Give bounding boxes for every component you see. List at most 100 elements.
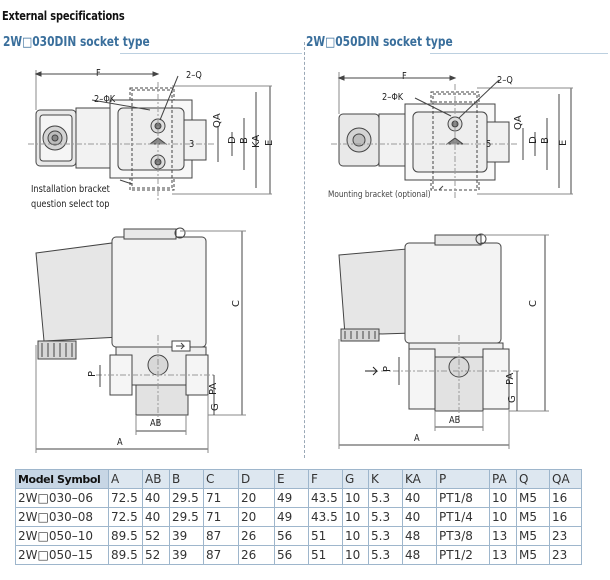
title-underline-left (120, 53, 302, 54)
table-cell: 26 (238, 526, 275, 546)
center-digit-right: 5 (486, 139, 492, 150)
table-header-cell: Q (516, 469, 550, 489)
table-cell: 52 (142, 526, 170, 546)
table-cell: 72.5 (108, 507, 143, 527)
model-symbol-cell: 2W□050–15 (15, 545, 109, 565)
table-cell: 10 (342, 488, 369, 508)
dim-label-P-left: P (87, 370, 98, 377)
dim-label-E-left: E (264, 139, 275, 146)
dim-label-E-right: E (558, 139, 569, 146)
table-cell: 48 (402, 526, 437, 546)
table-cell: M5 (516, 545, 550, 565)
table-cell: 26 (238, 545, 275, 565)
dim-label-AB-left: AB (150, 418, 162, 429)
table-cell: 49 (274, 507, 309, 527)
dim-label-Q-right: 2–Q (497, 75, 513, 86)
table-cell: 89.5 (108, 526, 143, 546)
table-cell: 56 (274, 545, 309, 565)
top-view-030-drawing (28, 70, 272, 202)
table-cell: 40 (402, 507, 437, 527)
table-header-cell: G (342, 469, 369, 489)
table-header-row: Model Symbol A AB B C D E F G K KA P PA … (15, 469, 582, 489)
table-cell: 49 (274, 488, 309, 508)
table-cell: 51 (308, 526, 343, 546)
table-cell: PT1/2 (436, 545, 490, 565)
table-cell: M5 (516, 488, 550, 508)
table-cell: 40 (402, 488, 437, 508)
table-header-cell: F (308, 469, 343, 489)
table-cell: 40 (142, 507, 170, 527)
table-cell: 72.5 (108, 488, 143, 508)
dim-label-Q-left: 2–Q (186, 70, 202, 81)
table-cell: 39 (169, 545, 204, 565)
table-cell: 71 (203, 507, 239, 527)
table-cell: 43.5 (308, 488, 343, 508)
dim-label-A-left: A (117, 437, 123, 448)
top-view-050-drawing (331, 72, 573, 200)
table-row: 2W□050–15 89.5 52 39 87 26 56 51 10 5.3 … (15, 545, 582, 565)
dim-label-P-right: P (382, 365, 393, 372)
dim-label-B-right: B (540, 137, 551, 144)
table-row: 2W□030–06 72.5 40 29.5 71 20 49 43.5 10 … (15, 488, 582, 508)
dim-label-F-left: F (96, 68, 101, 79)
dim-label-C-right: C (528, 300, 539, 307)
table-header-cell: QA (549, 469, 582, 489)
title-underline-right (430, 53, 608, 54)
table-cell: PT1/4 (436, 507, 490, 527)
table-cell: M5 (516, 526, 550, 546)
table-header-cell: C (203, 469, 239, 489)
table-cell: 23 (549, 545, 582, 565)
table-cell: 10 (342, 507, 369, 527)
table-row: 2W□050–10 89.5 52 39 87 26 56 51 10 5.3 … (15, 526, 582, 546)
table-header-cell: KA (402, 469, 437, 489)
table-cell: 89.5 (108, 545, 143, 565)
spec-table: Model Symbol A AB B C D E F G K KA P PA … (15, 469, 582, 565)
dim-label-AB-right: AB (449, 415, 461, 426)
table-header-cell: Model Symbol (15, 469, 109, 489)
table-cell: 10 (342, 526, 369, 546)
table-cell: 20 (238, 488, 275, 508)
table-cell: 5.3 (368, 545, 403, 565)
table-cell: 13 (489, 526, 517, 546)
dim-label-A-right: A (414, 433, 420, 444)
table-cell: 40 (142, 488, 170, 508)
dim-label-G-right: G (507, 395, 518, 403)
table-cell: 48 (402, 545, 437, 565)
model-symbol-cell: 2W□050–10 (15, 526, 109, 546)
center-digit-left: 3 (189, 139, 195, 150)
bracket-note-050: Mounting bracket (optional) (328, 190, 431, 200)
table-cell: 5.3 (368, 488, 403, 508)
model-symbol-cell: 2W□030–08 (15, 507, 109, 527)
table-cell: 10 (489, 507, 517, 527)
section-title-050: 2W□050DIN socket type (306, 35, 453, 50)
table-header-cell: B (169, 469, 204, 489)
table-cell: 10 (489, 488, 517, 508)
table-header-cell: A (108, 469, 143, 489)
dim-label-PA-right: PA (505, 372, 516, 385)
table-cell: 13 (489, 545, 517, 565)
table-cell: 20 (238, 507, 275, 527)
dim-label-QA-left: QA (212, 113, 223, 128)
table-header-cell: E (274, 469, 309, 489)
table-cell: 5.3 (368, 526, 403, 546)
table-cell: 16 (549, 507, 582, 527)
dim-label-C-left: C (231, 300, 242, 307)
dim-label-PA-left: PA (208, 382, 219, 395)
table-header-cell: P (436, 469, 490, 489)
front-view-030-drawing (35, 227, 246, 453)
table-cell: 87 (203, 545, 239, 565)
table-cell: 23 (549, 526, 582, 546)
dim-label-K-left: 2–ΦK (94, 94, 116, 105)
table-cell: PT3/8 (436, 526, 490, 546)
dim-label-QA-right: QA (513, 115, 524, 130)
dim-label-F-right: F (402, 71, 407, 82)
front-view-050-drawing (338, 233, 549, 449)
dim-label-KA-left: KA (251, 134, 262, 148)
table-header-cell: PA (489, 469, 517, 489)
table-cell: 39 (169, 526, 204, 546)
table-cell: M5 (516, 507, 550, 527)
table-cell: 5.3 (368, 507, 403, 527)
table-cell: 87 (203, 526, 239, 546)
page-header-title: External specifications (2, 9, 125, 23)
bracket-note-030-line2: question select top (31, 199, 110, 210)
